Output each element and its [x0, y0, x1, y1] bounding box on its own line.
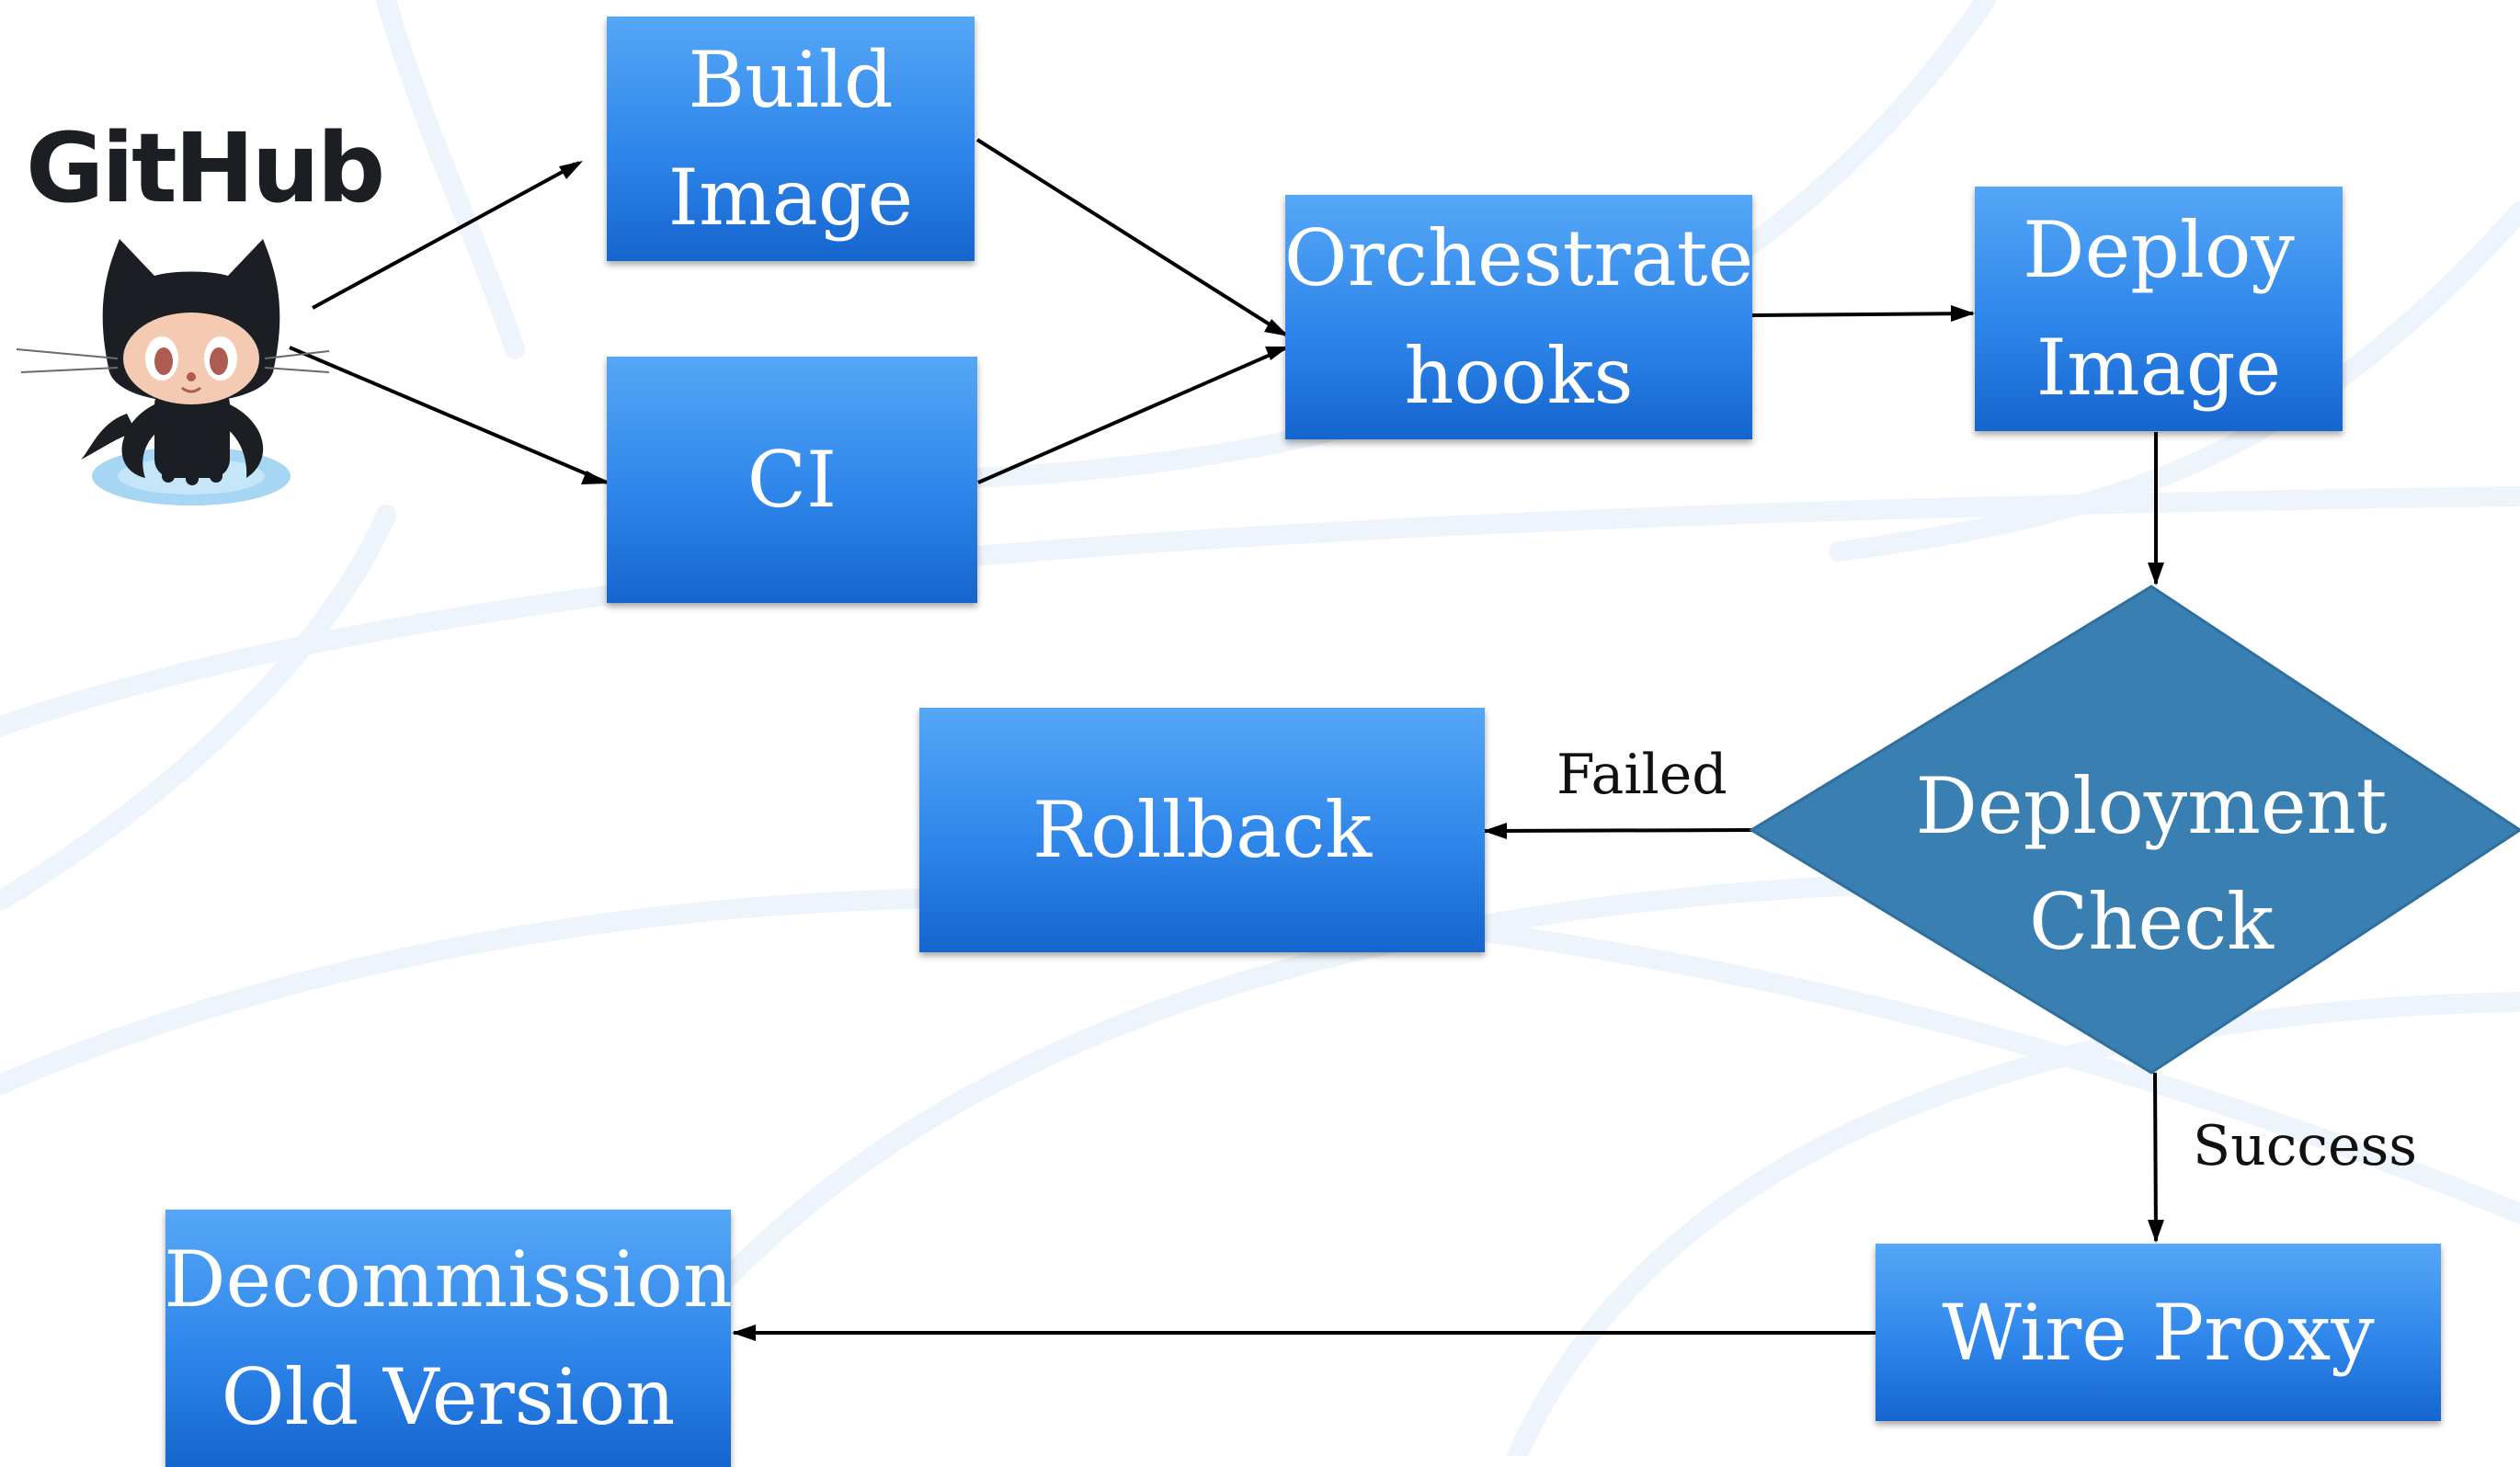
node-decommission: Decommission Old Version [164, 1210, 733, 1467]
node-build-image-line2: Image [667, 153, 914, 243]
edge-label-success: Success [2193, 1114, 2418, 1178]
github-logo-text: GitHub [26, 112, 385, 224]
arrowhead-wireproxy [2148, 1220, 2164, 1243]
arrow-github-to-ci [289, 346, 608, 484]
arrowhead-orchestrate-a [1264, 319, 1289, 336]
node-ci: CI [607, 357, 977, 603]
node-deploy-image: Deploy Image [1975, 187, 2343, 431]
octocat-icon [17, 239, 329, 506]
arrow-build-to-orchestrate [975, 138, 1289, 337]
edge-label-failed: Failed [1556, 743, 1728, 807]
arrow-check-to-wireproxy [2153, 1072, 2158, 1242]
node-orchestrate-hooks-line1: Orchestrate [1283, 213, 1754, 303]
arrowhead-ci [581, 471, 609, 484]
node-deploy-image-line1: Deploy [2023, 205, 2295, 295]
arrowhead-build [559, 161, 583, 179]
node-deployment-check-line2: Check [2028, 877, 2275, 967]
arrow-github-to-build [312, 161, 580, 310]
node-rollback-label: Rollback [1032, 785, 1373, 875]
node-wire-proxy-label: Wire Proxy [1942, 1287, 2375, 1378]
node-build-image-line1: Build [688, 35, 894, 125]
node-ci-label: CI [747, 435, 838, 525]
node-decommission-line2: Old Version [221, 1352, 676, 1442]
arrow-orchestrate-to-deploy [1751, 312, 1974, 317]
arrowhead-rollback [1483, 823, 1507, 839]
node-deploy-image-line2: Image [2035, 323, 2282, 413]
arrowhead-check [2148, 563, 2164, 586]
arrow-check-to-rollback [1484, 828, 1752, 833]
node-deployment-check: Deployment Check [1830, 735, 2473, 993]
node-orchestrate-hooks: Orchestrate hooks [1283, 195, 1754, 439]
arrowhead-orchestrate-b [1265, 347, 1289, 360]
node-wire-proxy: Wire Proxy [1876, 1244, 2441, 1421]
arrow-ci-to-orchestrate [977, 346, 1288, 484]
arrowhead-decommission [732, 1325, 756, 1341]
node-deployment-check-line1: Deployment [1915, 761, 2388, 851]
node-decommission-line1: Decommission [164, 1234, 733, 1325]
arrowhead-deploy [1951, 305, 1975, 322]
node-orchestrate-hooks-line2: hooks [1404, 331, 1634, 421]
node-build-image: Build Image [607, 17, 975, 261]
node-rollback: Rollback [919, 708, 1485, 952]
